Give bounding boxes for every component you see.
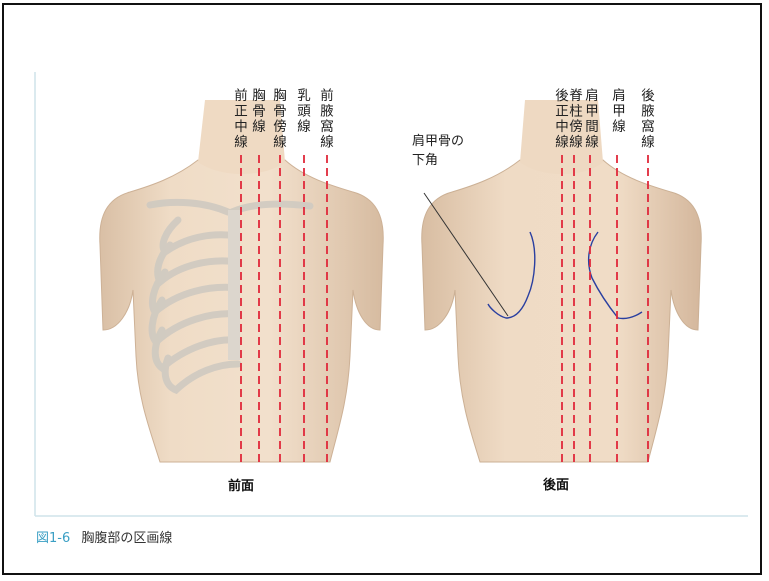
- back-label-interscapular-line: 肩甲間線: [585, 88, 599, 151]
- front-label-sternal-line: 胸骨線: [252, 88, 266, 135]
- front-label-mammillary-line: 乳頭線: [297, 88, 311, 135]
- back-label-posterior-axillary-line: 後腋窩線: [641, 88, 655, 151]
- figure-title: 胸腹部の区画線: [81, 530, 172, 546]
- back-view-label: 後面: [543, 477, 569, 493]
- callout-text-line-1: 肩甲骨の: [412, 133, 464, 149]
- figure-caption: 図1-6 胸腹部の区画線: [36, 527, 172, 546]
- back-label-paravertebral-line: 脊柱傍線: [569, 88, 583, 151]
- figure-number: 図1-6: [36, 531, 70, 546]
- sternum: [228, 210, 240, 360]
- back-label-posterior-midline: 後正中線: [555, 88, 569, 151]
- back-label-scapular-line: 肩甲線: [612, 88, 626, 135]
- front-label-front-midline: 前正中線: [234, 87, 248, 151]
- front-view-label: 前面: [228, 478, 254, 494]
- callout-text-line-2: 下角: [412, 153, 438, 168]
- front-label-parasternal-line: 胸骨傍線: [273, 88, 287, 151]
- front-label-anterior-axillary-line: 前腋窩線: [320, 87, 334, 151]
